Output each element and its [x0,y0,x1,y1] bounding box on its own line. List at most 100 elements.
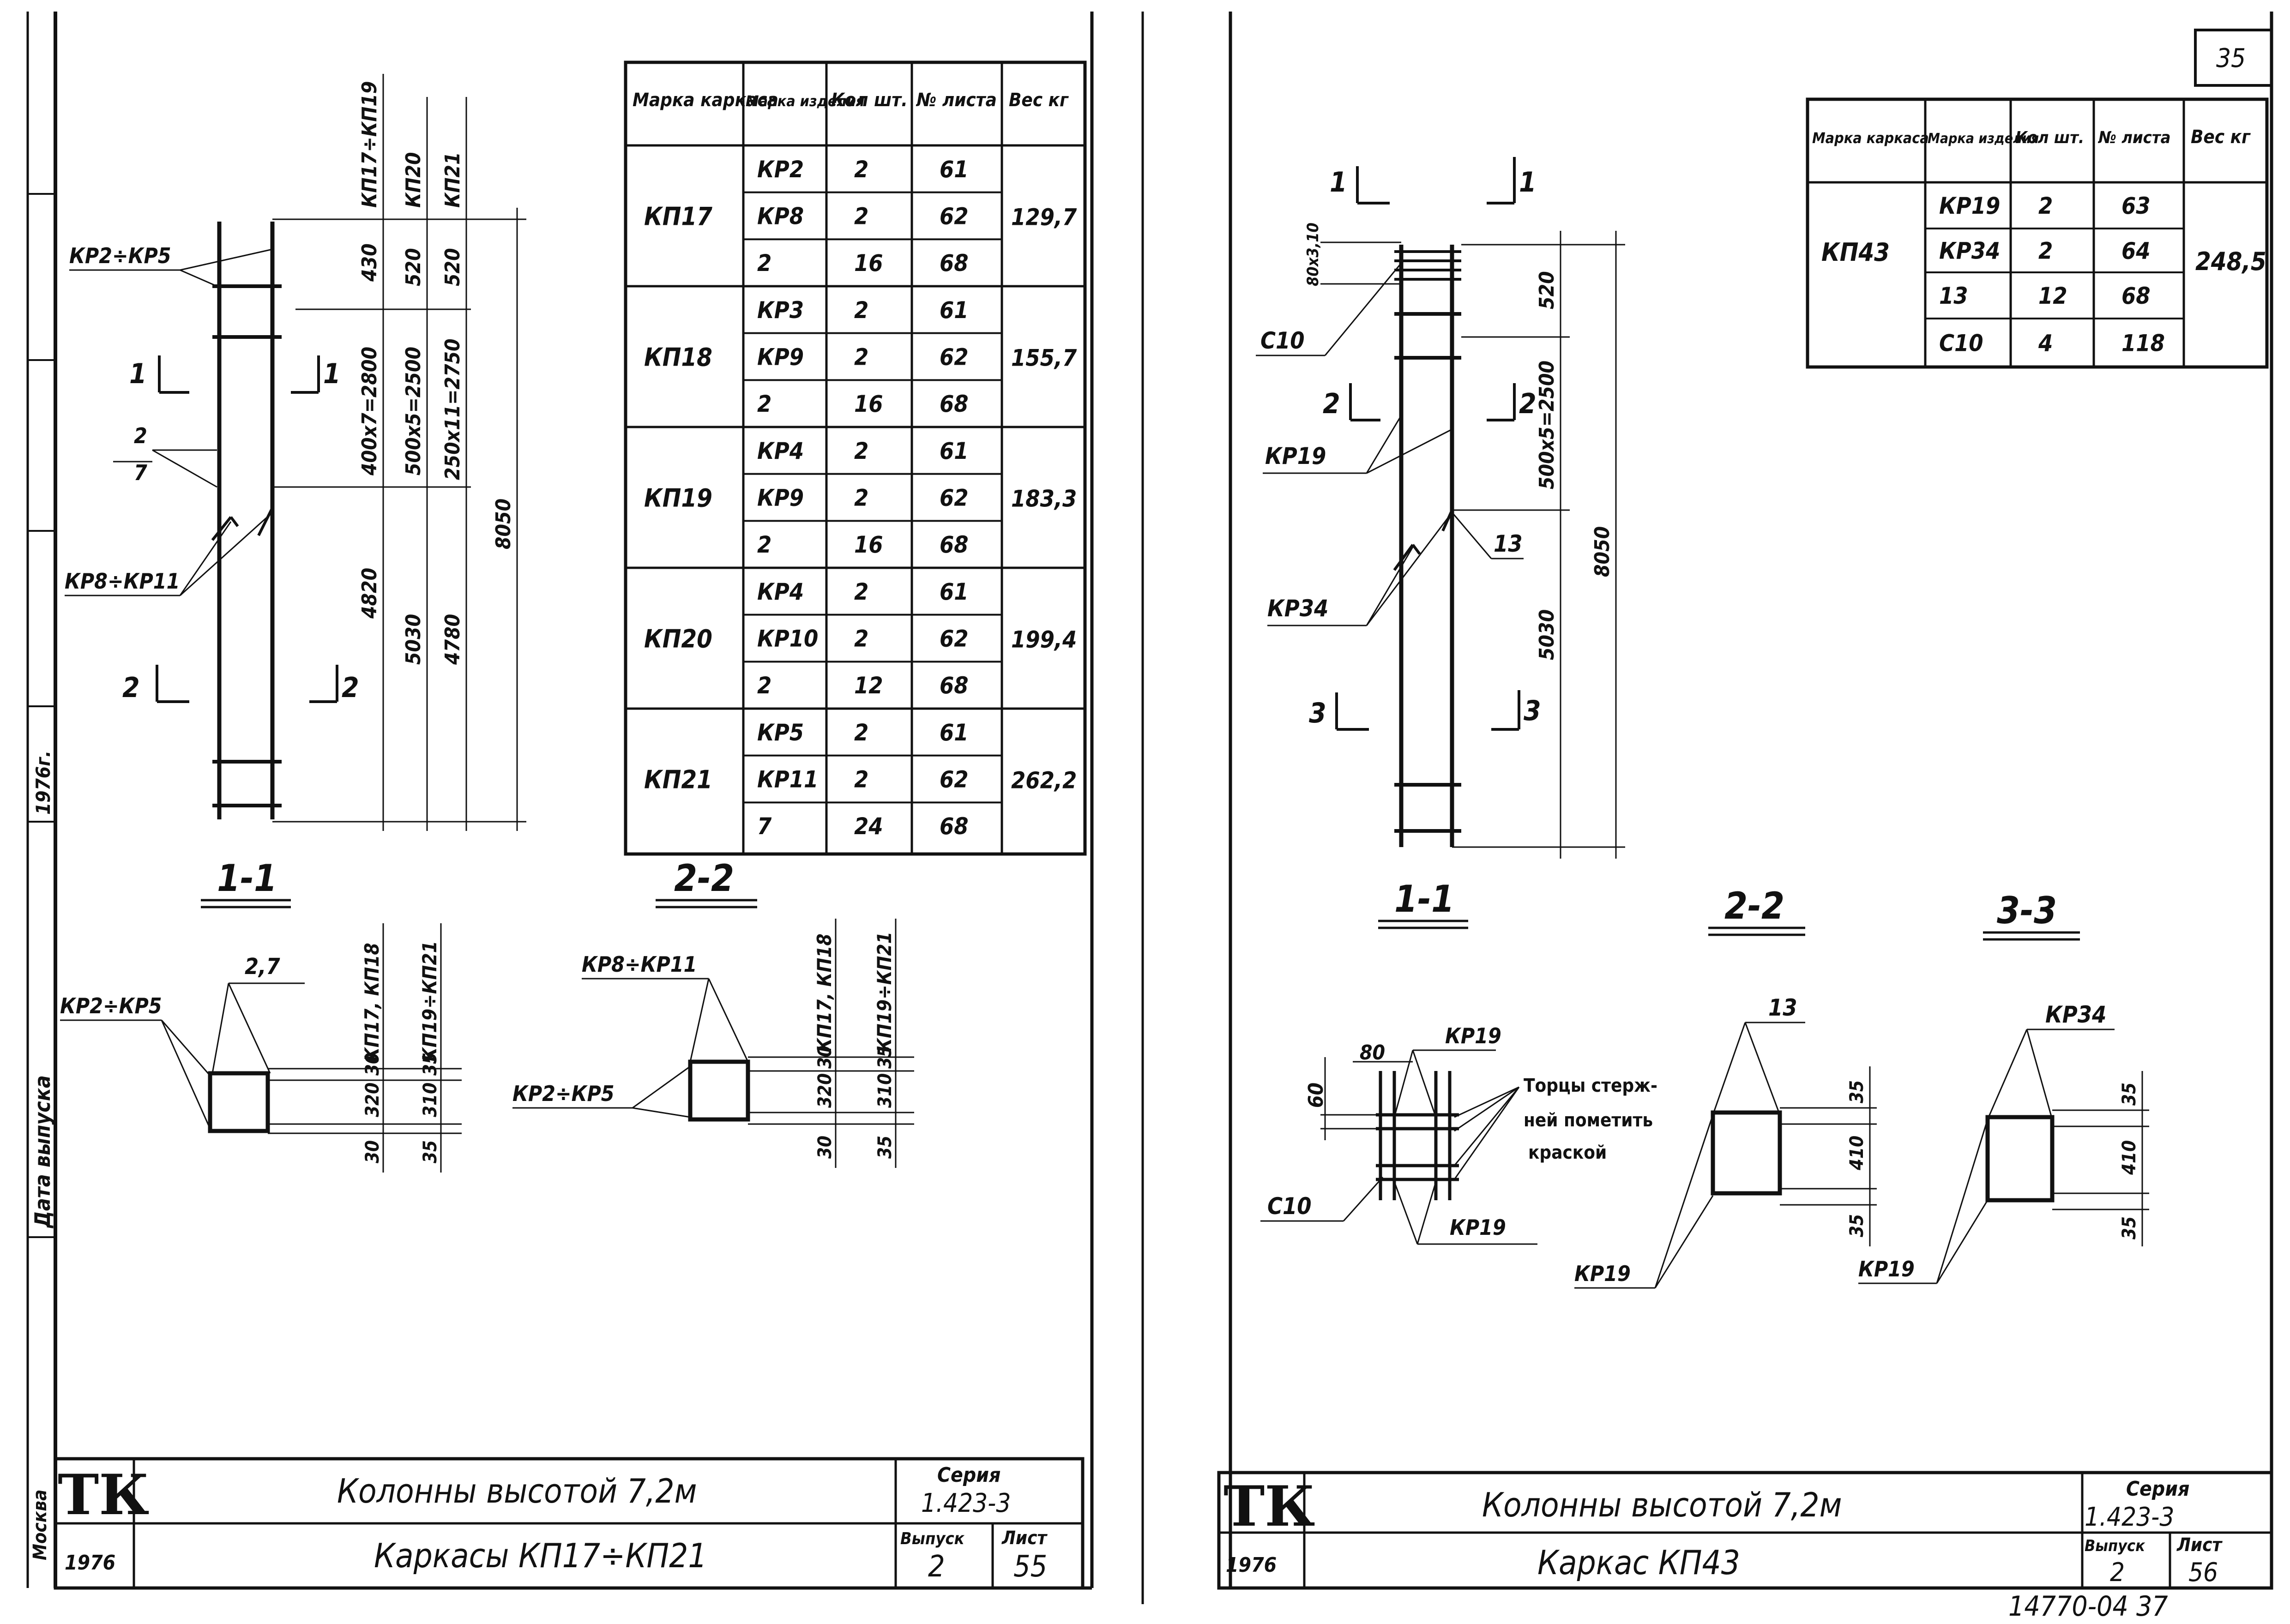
right-td-cell: 63 [2121,192,2151,219]
r-sec-mark-2b: 2 [1519,388,1537,420]
r11-label-60: 60 [1304,1083,1328,1108]
left-sec11-d1a: 30 [362,1053,383,1076]
right-sec22-title: 2-2 [1724,884,1784,927]
left-td-cell: 2 [854,438,868,464]
r22-dim-a: 35 [1846,1080,1868,1103]
elev-dim-2-1: 520 [402,248,425,286]
side-year: 1976г. [32,751,54,815]
elev-dim-1-3: 4820 [358,568,381,619]
right-td-frame: КП43 [1821,238,1890,267]
left-td-frame: КП17 [644,202,712,231]
r-sec-mark-1b: 1 [1519,166,1537,198]
left-td-cell: 24 [854,813,883,840]
r33-dim-a: 35 [2119,1083,2140,1106]
left-sheet-number: 55 [1013,1550,1047,1584]
left-td-cell: 2 [854,203,868,230]
left-section-1-1: 1-1 2,7 КР2÷КР5 КП17, КП18 КП19÷КП21 30 … [60,857,462,1173]
left-td-cell: 68 [940,391,969,417]
right-logo: ТК [1223,1474,1315,1539]
r-sec-mark-3b: 3 [1524,695,1541,727]
left-td-weight: 129,7 [1011,204,1077,231]
right-spec-table: Марка каркаса Марка изделия Кол шт. № ли… [1806,97,2269,369]
right-issue: 2 [2110,1558,2125,1588]
left-th-qty: Кол шт. [831,90,908,111]
left-issue-label: Выпуск [900,1529,965,1548]
r22-label-13: 13 [1768,994,1797,1021]
r22-dim-c: 35 [1846,1214,1868,1237]
left-series-label: Серия [937,1463,1000,1487]
right-elev-total: 8050 [1591,526,1614,577]
right-series: 1.423-3 [2085,1502,2174,1532]
left-td-cell: 2 [854,766,868,793]
r33-dim-b: 410 [2119,1140,2140,1175]
left-sec11-h2: КП19÷КП21 [418,941,441,1062]
left-td-cell: 62 [940,485,969,511]
left-td-cell: 68 [940,531,969,558]
left-td-cell: 2 [854,156,868,183]
left-td-cell: 16 [854,531,883,558]
right-td-cell: 2 [2038,192,2053,219]
right-section-1-1: 80 КР19 60 С10 КР19 Торцы стерж- ней пом… [1260,1023,1657,1245]
side-stamp: 1976г. Дата выпуска Москва [28,193,55,1560]
elev-dim-3-2: 250х11=2750 [441,338,464,480]
left-title-main: Колонны высотой 7,2м [337,1472,697,1510]
left-td-cell: КР4 [757,578,804,605]
left-sec22-d1a: 30 [814,1046,836,1069]
left-td-weight: 183,3 [1011,486,1077,512]
left-td-cell: 2 [757,250,771,277]
left-td-cell: 2 [854,297,868,324]
r11-note-3: краской [1528,1142,1607,1163]
right-elev-dim-3: 5030 [1535,609,1559,660]
left-sec11-label-27: 2,7 [245,954,280,980]
left-title-sub: Каркасы КП17÷КП21 [374,1536,707,1575]
left-section-2-2: 2-2 КР8÷КР11 КР2÷КР5 КП17, КП18 КП19÷КП2… [512,857,914,1168]
left-sec11-d1b: 320 [362,1083,383,1117]
sec-mark-2a: 2 [122,672,140,704]
r11-note-1: Торцы стерж- [1524,1075,1657,1096]
left-sec22-h1: КП17, КП18 [813,933,836,1053]
left-sec11-d2a: 35 [420,1053,441,1076]
right-td-cell: 4 [2038,330,2053,357]
elev-callout-2: 2 [134,423,147,448]
left-title-block: ТК 1976 Колонны высотой 7,2м Каркасы КП1… [54,1457,1085,1590]
right-section-3-3: КР34 КР19 35 410 35 [1858,1001,2149,1284]
left-td-cell: КР10 [757,626,818,652]
side-name: Москва [30,1490,51,1560]
right-sheet: 35 Марка каркаса Марка изделия Кол шт. №… [1141,12,2273,1623]
left-td-weight: 155,7 [1011,345,1077,372]
left-th-item: Марка изделия [746,92,864,110]
elev-dim-1-1: 430 [358,243,381,282]
right-th-sheet: № листа [2097,128,2170,147]
elev-callout-kr8-kr11: КР8÷КР11 [65,569,180,594]
sec-mark-2b: 2 [342,672,359,704]
left-td-cell: 61 [940,156,969,183]
left-td-cell: 7 [757,813,772,840]
right-td-cell: 2 [2038,238,2053,265]
left-sec11-d2c: 35 [420,1140,441,1163]
left-sec22-d2c: 35 [874,1136,896,1159]
right-series-label: Серия [2126,1477,2189,1501]
left-td-cell: 2 [757,672,771,699]
left-td-cell: 2 [854,344,868,371]
left-sec22-d1b: 320 [814,1073,836,1108]
sec-mark-1a: 1 [129,358,147,390]
right-elev-dim-2: 500х5=2500 [1535,361,1559,489]
elev-col-header-2: КП20 [402,152,425,208]
archive-number: 14770-04 37 [2008,1590,2168,1623]
right-title-main: Колонны высотой 7,2м [1482,1486,1842,1524]
left-td-cell: 61 [940,438,969,464]
right-title-block: ТК 1976 Колонны высотой 7,2м Каркас КП43… [1217,1471,2273,1590]
left-td-cell: 2 [757,391,771,417]
left-sec11-label-kr: КР2÷КР5 [60,993,162,1018]
left-sheet: 1976г. Дата выпуска Москва КП17÷КП19 [26,12,1094,1590]
left-sec22-d2b: 310 [874,1073,896,1108]
left-td-cell: 2 [854,626,868,652]
side-date: Дата выпуска [30,1075,55,1229]
left-td-cell: 2 [854,485,868,511]
left-td-cell: КР2 [757,156,804,183]
right-title-sub: Каркас КП43 [1537,1543,1740,1582]
elev-callout-kr2-kr5: КР2÷КР5 [69,243,171,268]
left-sec22-label-kr2: КР2÷КР5 [512,1081,615,1106]
left-sec22-h2: КП19÷КП21 [873,932,896,1053]
left-td-cell: 62 [940,626,969,652]
